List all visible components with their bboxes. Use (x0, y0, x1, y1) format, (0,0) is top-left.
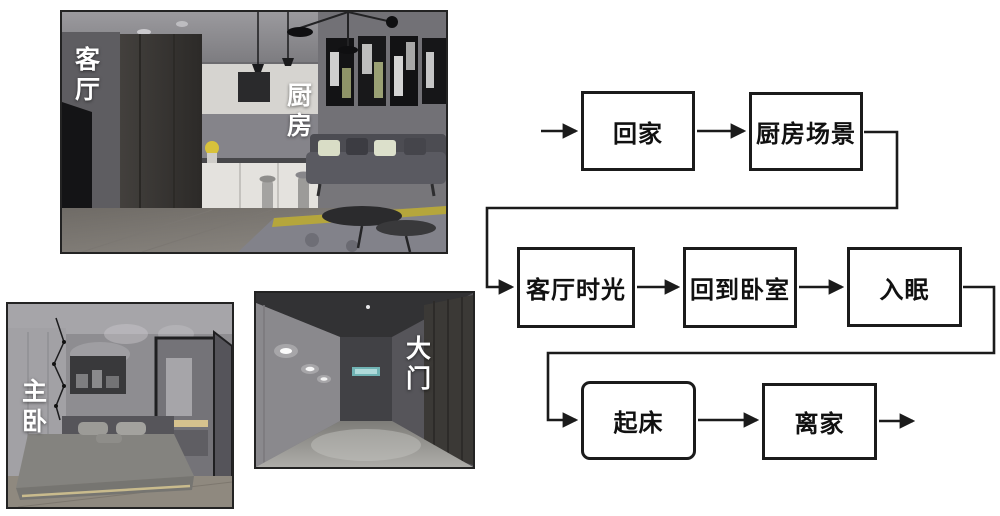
wall-art (326, 36, 446, 106)
living-room-illustration (62, 12, 446, 252)
flow-node-fall-asleep: 入眠 (847, 247, 962, 327)
hallway-illustration (256, 293, 473, 467)
flow-node-leave-home: 离家 (762, 383, 877, 460)
kitchen-label: 厨房 (283, 82, 312, 142)
flow-node-living-room-time: 客厅时光 (517, 247, 635, 328)
bedroom-illustration (8, 304, 232, 507)
entrance-door-label: 大门 (402, 335, 431, 395)
living-room-kitchen-photo: 客厅 厨房 (60, 10, 448, 254)
entrance-hallway-photo: 大门 (254, 291, 475, 469)
flow-node-kitchen-scene: 厨房场景 (749, 92, 863, 171)
master-bedroom-photo: 主卧 (6, 302, 234, 509)
flow-node-wake-up: 起床 (581, 381, 696, 460)
flow-node-back-to-bedroom: 回到卧室 (683, 247, 797, 328)
living-room-label: 客厅 (71, 46, 100, 106)
flow-node-go-home: 回家 (581, 91, 695, 171)
master-bedroom-label: 主卧 (18, 378, 47, 438)
